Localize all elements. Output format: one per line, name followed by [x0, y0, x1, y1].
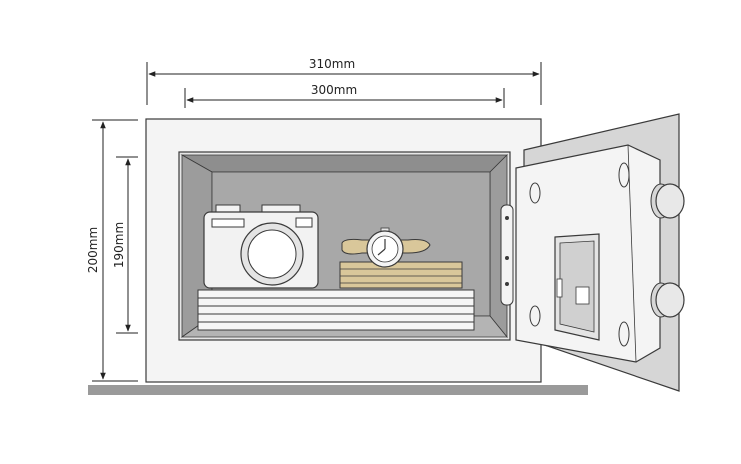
keypad-icon	[554, 233, 600, 341]
door-knob-icon	[650, 183, 685, 219]
door-bolt-icon	[618, 162, 630, 188]
door-knob-icon	[650, 282, 685, 318]
outer-width-dimension: 310mm	[146, 57, 542, 105]
inner-height-dimension: 190mm	[112, 156, 138, 334]
door-bolt-icon	[529, 182, 541, 204]
outer-height-label: 200mm	[86, 227, 100, 273]
inner-height-label: 190mm	[112, 222, 126, 268]
inner-width-label: 300mm	[311, 83, 357, 97]
safe-door	[515, 113, 685, 392]
door-bolt-icon	[529, 305, 541, 327]
jewelry-box	[339, 261, 463, 289]
outer-width-label: 310mm	[309, 57, 355, 71]
paper-stack	[197, 289, 475, 331]
outer-height-dimension: 200mm	[86, 119, 138, 382]
door-bolt-icon	[618, 321, 630, 347]
latch-plates	[500, 204, 514, 306]
floor-shadow	[88, 385, 588, 395]
inner-width-dimension: 300mm	[184, 83, 505, 108]
watch-icon	[341, 227, 431, 268]
camera-icon	[203, 204, 319, 289]
